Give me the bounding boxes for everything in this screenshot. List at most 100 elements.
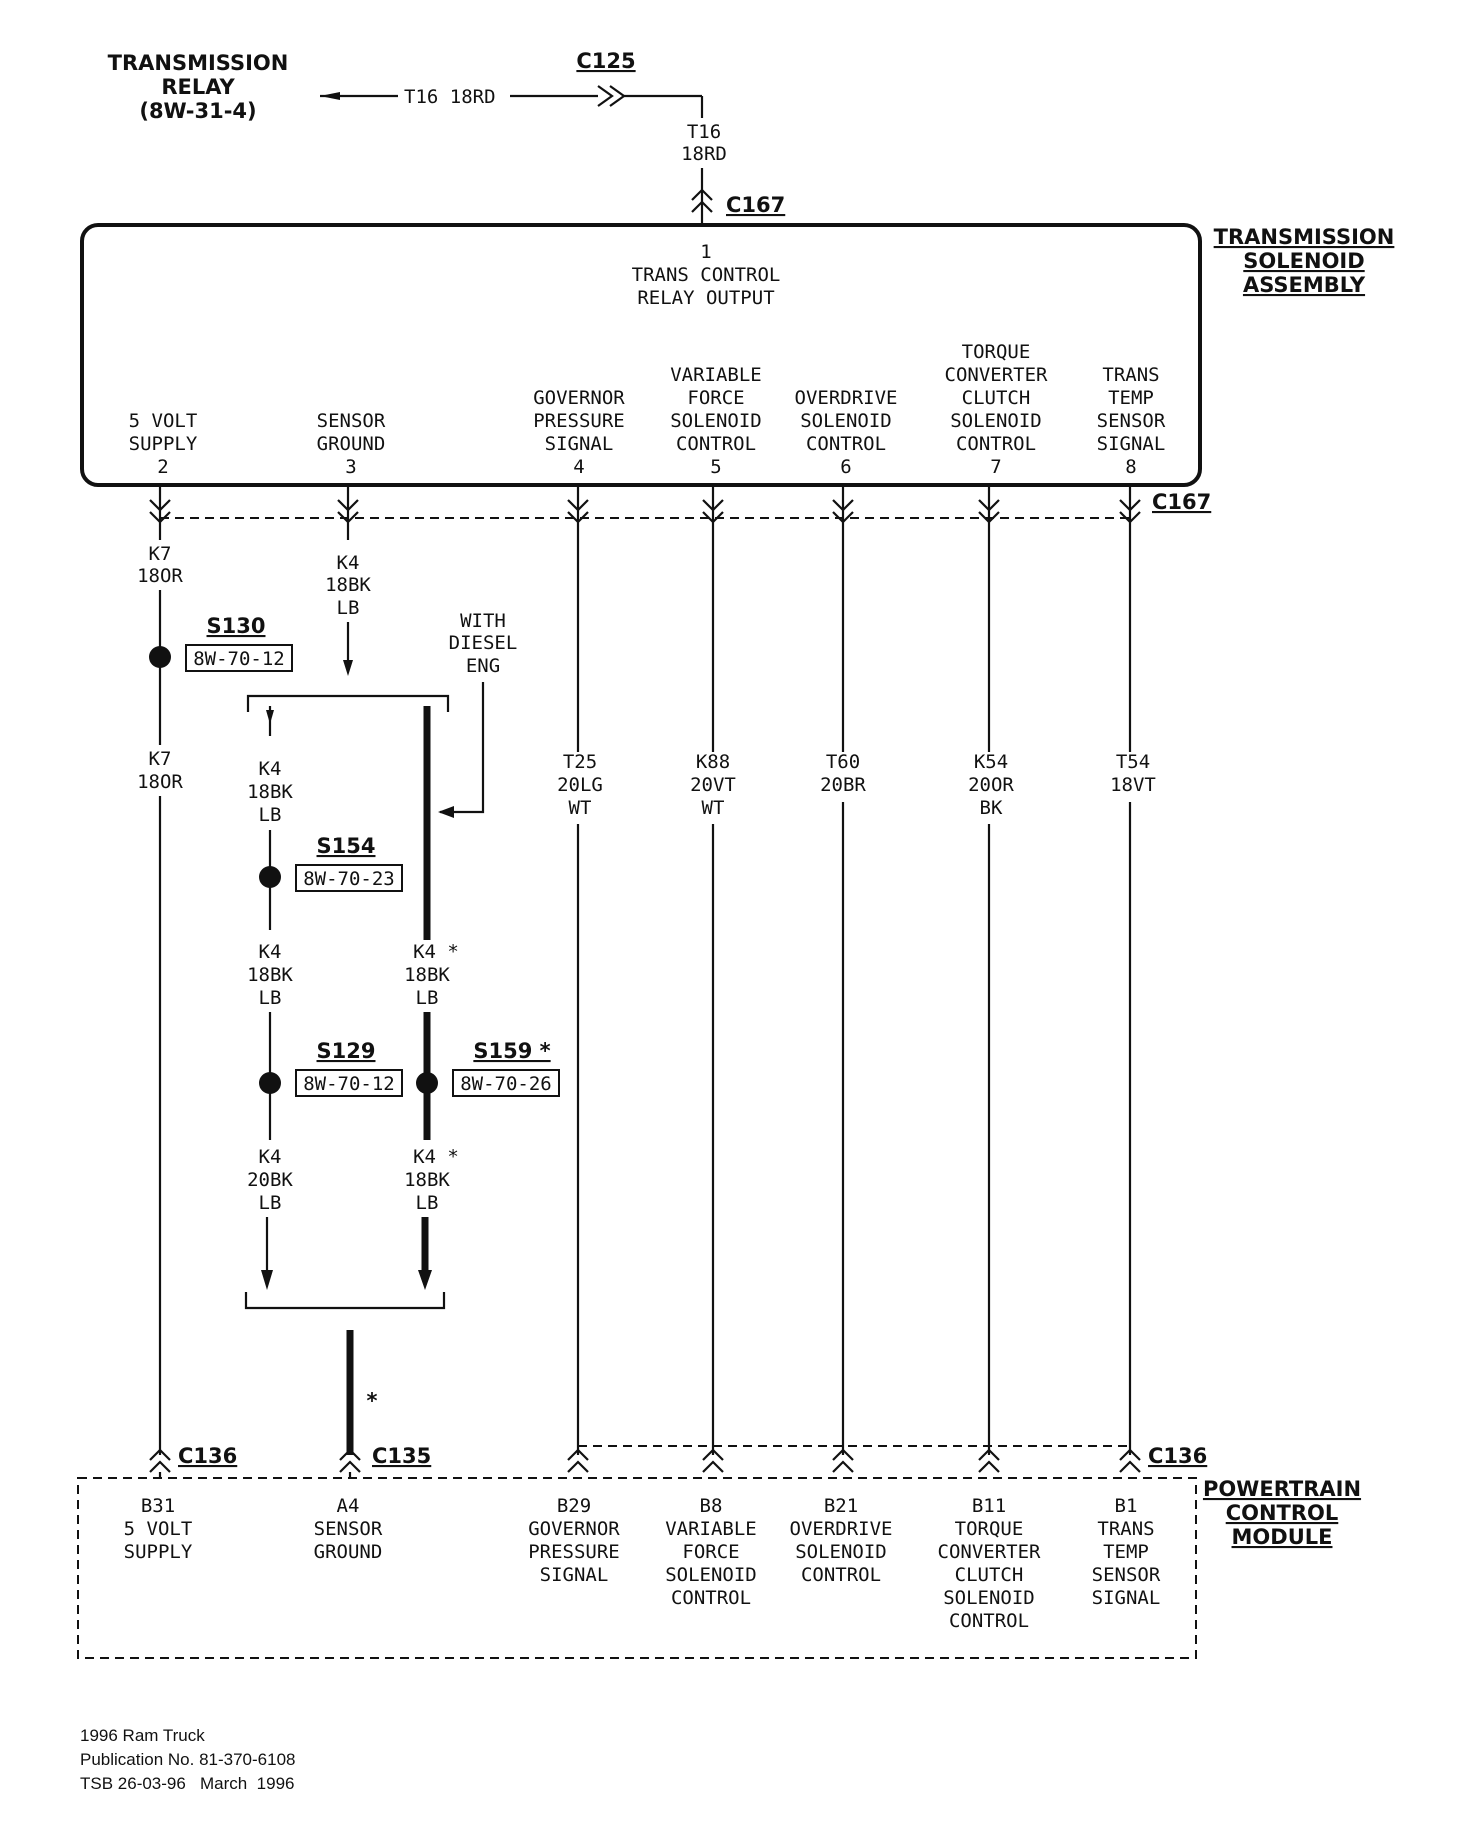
splice-s130-dot xyxy=(149,646,171,668)
svg-text:VARIABLE: VARIABLE xyxy=(670,364,762,386)
svg-text:K88: K88 xyxy=(696,751,730,773)
svg-text:2: 2 xyxy=(157,456,168,478)
connector-c167-top-icon xyxy=(691,188,713,213)
svg-text:K54: K54 xyxy=(974,751,1008,773)
svg-text:MODULE: MODULE xyxy=(1232,1525,1333,1549)
svg-text:18OR: 18OR xyxy=(137,771,183,793)
svg-text:CONTROL: CONTROL xyxy=(801,1564,881,1586)
svg-text:PRESSURE: PRESSURE xyxy=(533,410,625,432)
splice-s129-label: S129 xyxy=(317,1039,376,1063)
svg-text:CLUTCH: CLUTCH xyxy=(962,387,1031,409)
svg-text:K4 *: K4 * xyxy=(413,941,459,963)
svg-text:8W-70-12: 8W-70-12 xyxy=(303,1073,395,1095)
svg-text:SUPPLY: SUPPLY xyxy=(129,433,198,455)
svg-text:6: 6 xyxy=(840,456,851,478)
svg-text:WT: WT xyxy=(569,797,592,819)
connector-c135-label: C135 xyxy=(372,1444,431,1468)
svg-text:T54: T54 xyxy=(1116,751,1150,773)
svg-text:8W-70-12: 8W-70-12 xyxy=(193,648,285,670)
svg-text:LB: LB xyxy=(259,804,282,826)
svg-text:WT: WT xyxy=(702,797,725,819)
wire-t16-top: T16 18RD C125 T16 18RD C167 xyxy=(320,49,785,224)
transmission-relay-label: TRANSMISSION RELAY (8W-31-4) xyxy=(108,51,289,123)
connector-c136-right-label: C136 xyxy=(1148,1444,1207,1468)
svg-text:CONTROL: CONTROL xyxy=(949,1610,1029,1632)
svg-text:OVERDRIVE: OVERDRIVE xyxy=(795,387,898,409)
solenoid-assembly-title: TRANSMISSION SOLENOID ASSEMBLY xyxy=(1214,225,1395,297)
svg-text:T16: T16 xyxy=(687,121,721,143)
svg-text:GOVERNOR: GOVERNOR xyxy=(528,1518,620,1540)
wire-k88-label: K88 20VT WT xyxy=(690,751,736,819)
pin7-label: TORQUE CONVERTER CLUTCH SOLENOID CONTROL… xyxy=(945,341,1049,478)
svg-text:SENSOR: SENSOR xyxy=(1097,410,1166,432)
svg-text:4: 4 xyxy=(573,456,584,478)
arrow-down-icon xyxy=(418,1270,432,1290)
svg-text:1996 Ram Truck: 1996 Ram Truck xyxy=(80,1726,205,1745)
svg-text:BK: BK xyxy=(980,797,1003,819)
svg-text:K7: K7 xyxy=(149,748,172,770)
svg-text:T60: T60 xyxy=(826,751,860,773)
svg-text:18OR: 18OR xyxy=(137,565,183,587)
svg-text:TRANSMISSION: TRANSMISSION xyxy=(108,51,289,75)
svg-text:7: 7 xyxy=(990,456,1001,478)
svg-text:SENSOR: SENSOR xyxy=(1092,1564,1161,1586)
svg-text:TRANSMISSION: TRANSMISSION xyxy=(1214,225,1395,249)
splice-s130-label: S130 xyxy=(207,614,266,638)
svg-text:WITH: WITH xyxy=(460,610,506,632)
svg-text:5 VOLT: 5 VOLT xyxy=(129,410,198,432)
svg-text:FORCE: FORCE xyxy=(682,1541,739,1563)
svg-text:POWERTRAIN: POWERTRAIN xyxy=(1203,1477,1361,1501)
wire-k4-label-e: K4 20BK LB xyxy=(247,1146,293,1214)
svg-text:K4: K4 xyxy=(337,552,360,574)
wire-t54-label: T54 18VT xyxy=(1110,751,1156,796)
svg-text:CLUTCH: CLUTCH xyxy=(955,1564,1024,1586)
svg-text:LB: LB xyxy=(259,1192,282,1214)
svg-text:SOLENOID: SOLENOID xyxy=(665,1564,757,1586)
pin2-label: 5 VOLT SUPPLY 2 xyxy=(129,410,198,478)
wire-k4-label-f: K4 * 18BK LB xyxy=(404,1146,459,1214)
svg-text:GROUND: GROUND xyxy=(314,1541,383,1563)
with-diesel-eng-label: WITH DIESEL ENG xyxy=(449,610,518,677)
svg-text:B8: B8 xyxy=(700,1495,723,1517)
svg-text:SOLENOID: SOLENOID xyxy=(795,1541,887,1563)
svg-text:8: 8 xyxy=(1125,456,1136,478)
svg-text:FORCE: FORCE xyxy=(687,387,744,409)
pcm-pin-a4: A4 SENSOR GROUND xyxy=(314,1495,383,1563)
svg-text:A4: A4 xyxy=(337,1495,360,1517)
svg-text:B29: B29 xyxy=(557,1495,591,1517)
svg-text:LB: LB xyxy=(259,987,282,1009)
svg-text:18BK: 18BK xyxy=(404,1169,450,1191)
svg-text:OVERDRIVE: OVERDRIVE xyxy=(790,1518,893,1540)
arrow-left-icon xyxy=(438,806,454,818)
svg-text:TRANS CONTROL: TRANS CONTROL xyxy=(632,264,781,286)
svg-text:8W-70-23: 8W-70-23 xyxy=(303,868,395,890)
svg-text:SIGNAL: SIGNAL xyxy=(1097,433,1166,455)
svg-text:K4: K4 xyxy=(259,941,282,963)
svg-text:TSB 26-03-96 March 1996: TSB 26-03-96 March 1996 xyxy=(80,1774,295,1793)
svg-text:RELAY: RELAY xyxy=(161,75,235,99)
svg-text:SENSOR: SENSOR xyxy=(317,410,386,432)
svg-text:B31: B31 xyxy=(141,1495,175,1517)
svg-text:B1: B1 xyxy=(1115,1495,1138,1517)
svg-text:CONVERTER: CONVERTER xyxy=(938,1541,1042,1563)
connector-c167-label: C167 xyxy=(1152,490,1211,514)
connector-c125-icon xyxy=(597,85,626,107)
svg-text:18VT: 18VT xyxy=(1110,774,1156,796)
svg-text:SIGNAL: SIGNAL xyxy=(540,1564,609,1586)
svg-text:20LG: 20LG xyxy=(557,774,603,796)
pin8-label: TRANS TEMP SENSOR SIGNAL 8 xyxy=(1097,364,1166,478)
svg-text:SOLENOID: SOLENOID xyxy=(943,1587,1035,1609)
svg-text:SOLENOID: SOLENOID xyxy=(1243,249,1364,273)
connector-c136-left-label: C136 xyxy=(178,1444,237,1468)
svg-text:18BK: 18BK xyxy=(325,574,371,596)
svg-text:CONTROL: CONTROL xyxy=(806,433,886,455)
svg-text:TRANS: TRANS xyxy=(1097,1518,1154,1540)
splice-s159-ref-box xyxy=(452,1069,560,1097)
pin1-label: 1 TRANS CONTROL RELAY OUTPUT xyxy=(632,241,781,309)
svg-text:K7: K7 xyxy=(149,543,172,565)
pcm-pin-b1: B1 TRANS TEMP SENSOR SIGNAL xyxy=(1092,1495,1161,1609)
arrow-down-icon xyxy=(343,660,353,676)
svg-text:CONTROL: CONTROL xyxy=(1226,1501,1339,1525)
wire-k54-label: K54 20OR BK xyxy=(968,751,1014,819)
pcm-title: POWERTRAIN CONTROL MODULE xyxy=(1203,1477,1361,1549)
